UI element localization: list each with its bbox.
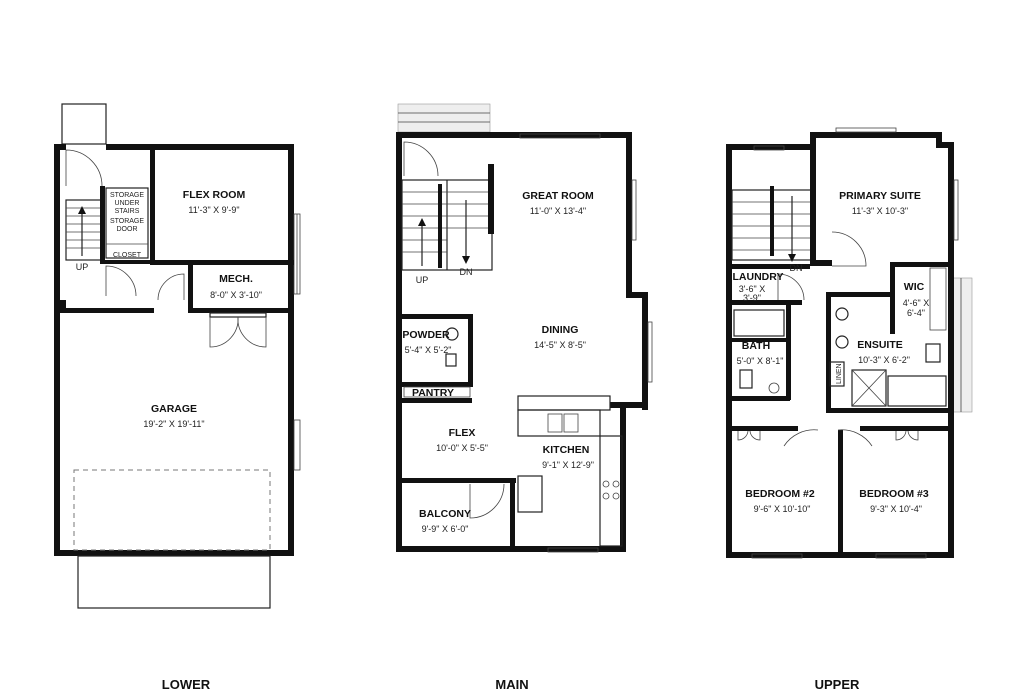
main-flex-dimensions: 10'-0" X 5'-5" bbox=[436, 443, 488, 453]
upper-stair-down-label: DN bbox=[790, 263, 803, 273]
upper-laundry-name: LAUNDRY bbox=[733, 271, 784, 283]
lower-closet-label: CLOSET bbox=[113, 252, 142, 259]
lower-garage-dimensions: 19'-2" X 19'-11" bbox=[143, 419, 204, 429]
upper-bedroom-2-dimensions: 9'-6" X 10'-10" bbox=[754, 504, 811, 514]
upper-primary-suite-name: PRIMARY SUITE bbox=[839, 190, 921, 202]
upper-linen-label: LINEN bbox=[836, 363, 843, 384]
main-dining-dimensions: 14'-5" X 8'-5" bbox=[534, 340, 586, 350]
upper-bedroom-2-name: BEDROOM #2 bbox=[745, 488, 815, 500]
storage-note-3: STAIRS bbox=[115, 208, 140, 215]
main-floor-plan bbox=[396, 103, 653, 553]
storage-note-1: STORAGE bbox=[110, 192, 144, 199]
lower-garage-name: GARAGE bbox=[151, 403, 197, 415]
lower-mech-dimensions: 8'-0" X 3'-10" bbox=[210, 290, 262, 300]
main-balcony-name: BALCONY bbox=[419, 508, 471, 520]
upper-floor-label: UPPER bbox=[815, 677, 860, 692]
main-kitchen-name: KITCHEN bbox=[543, 444, 590, 456]
main-powder-dimensions: 5'-4" X 5'-2" bbox=[405, 345, 452, 355]
lower-floor-plan bbox=[54, 103, 301, 609]
storage-note-2: UNDER bbox=[115, 200, 140, 207]
main-great-room-name: GREAT ROOM bbox=[522, 190, 594, 202]
main-dining-name: DINING bbox=[542, 324, 579, 336]
main-flex-name: FLEX bbox=[449, 427, 476, 439]
main-powder-name: POWDER bbox=[402, 329, 450, 341]
upper-laundry-dimensions-2: 3'-9" bbox=[743, 293, 761, 303]
storage-note-4: STORAGE bbox=[110, 218, 144, 225]
upper-primary-suite-dimensions: 11'-3" X 10'-3" bbox=[852, 206, 908, 216]
lower-floor-label: LOWER bbox=[162, 677, 211, 692]
lower-flex-room-dimensions: 11'-3" X 9'-9" bbox=[188, 205, 239, 215]
upper-wic-name: WIC bbox=[904, 281, 925, 293]
upper-wic-dimensions-2: 6'-4" bbox=[907, 308, 925, 318]
upper-bedroom-3-dimensions: 9'-3" X 10'-4" bbox=[870, 504, 922, 514]
upper-bath-name: BATH bbox=[742, 340, 770, 352]
upper-ensuite-dimensions: 10'-3" X 6'-2" bbox=[858, 355, 910, 365]
main-floor-label: MAIN bbox=[495, 677, 528, 692]
main-stair-down-label: DN bbox=[460, 267, 473, 277]
upper-wic-dimensions-1: 4'-6" X bbox=[903, 298, 929, 308]
main-balcony-dimensions: 9'-9" X 6'-0" bbox=[422, 524, 469, 534]
main-stair-up-label: UP bbox=[416, 275, 429, 285]
storage-note-5: DOOR bbox=[117, 226, 138, 233]
upper-floor-plan bbox=[726, 127, 973, 559]
main-pantry-name: PANTRY bbox=[412, 387, 454, 399]
upper-bedroom-3-name: BEDROOM #3 bbox=[859, 488, 929, 500]
upper-ensuite-name: ENSUITE bbox=[857, 339, 903, 351]
lower-flex-room-name: FLEX ROOM bbox=[183, 189, 246, 201]
upper-laundry-dimensions-1: 3'-6" X bbox=[739, 284, 765, 294]
lower-stair-up-label: UP bbox=[76, 262, 89, 272]
lower-mech-name: MECH. bbox=[219, 273, 253, 285]
main-great-room-dimensions: 11'-0" X 13'-4" bbox=[530, 206, 586, 216]
main-kitchen-dimensions: 9'-1" X 12'-9" bbox=[542, 460, 594, 470]
upper-bath-dimensions: 5'-0" X 8'-1" bbox=[737, 356, 784, 366]
